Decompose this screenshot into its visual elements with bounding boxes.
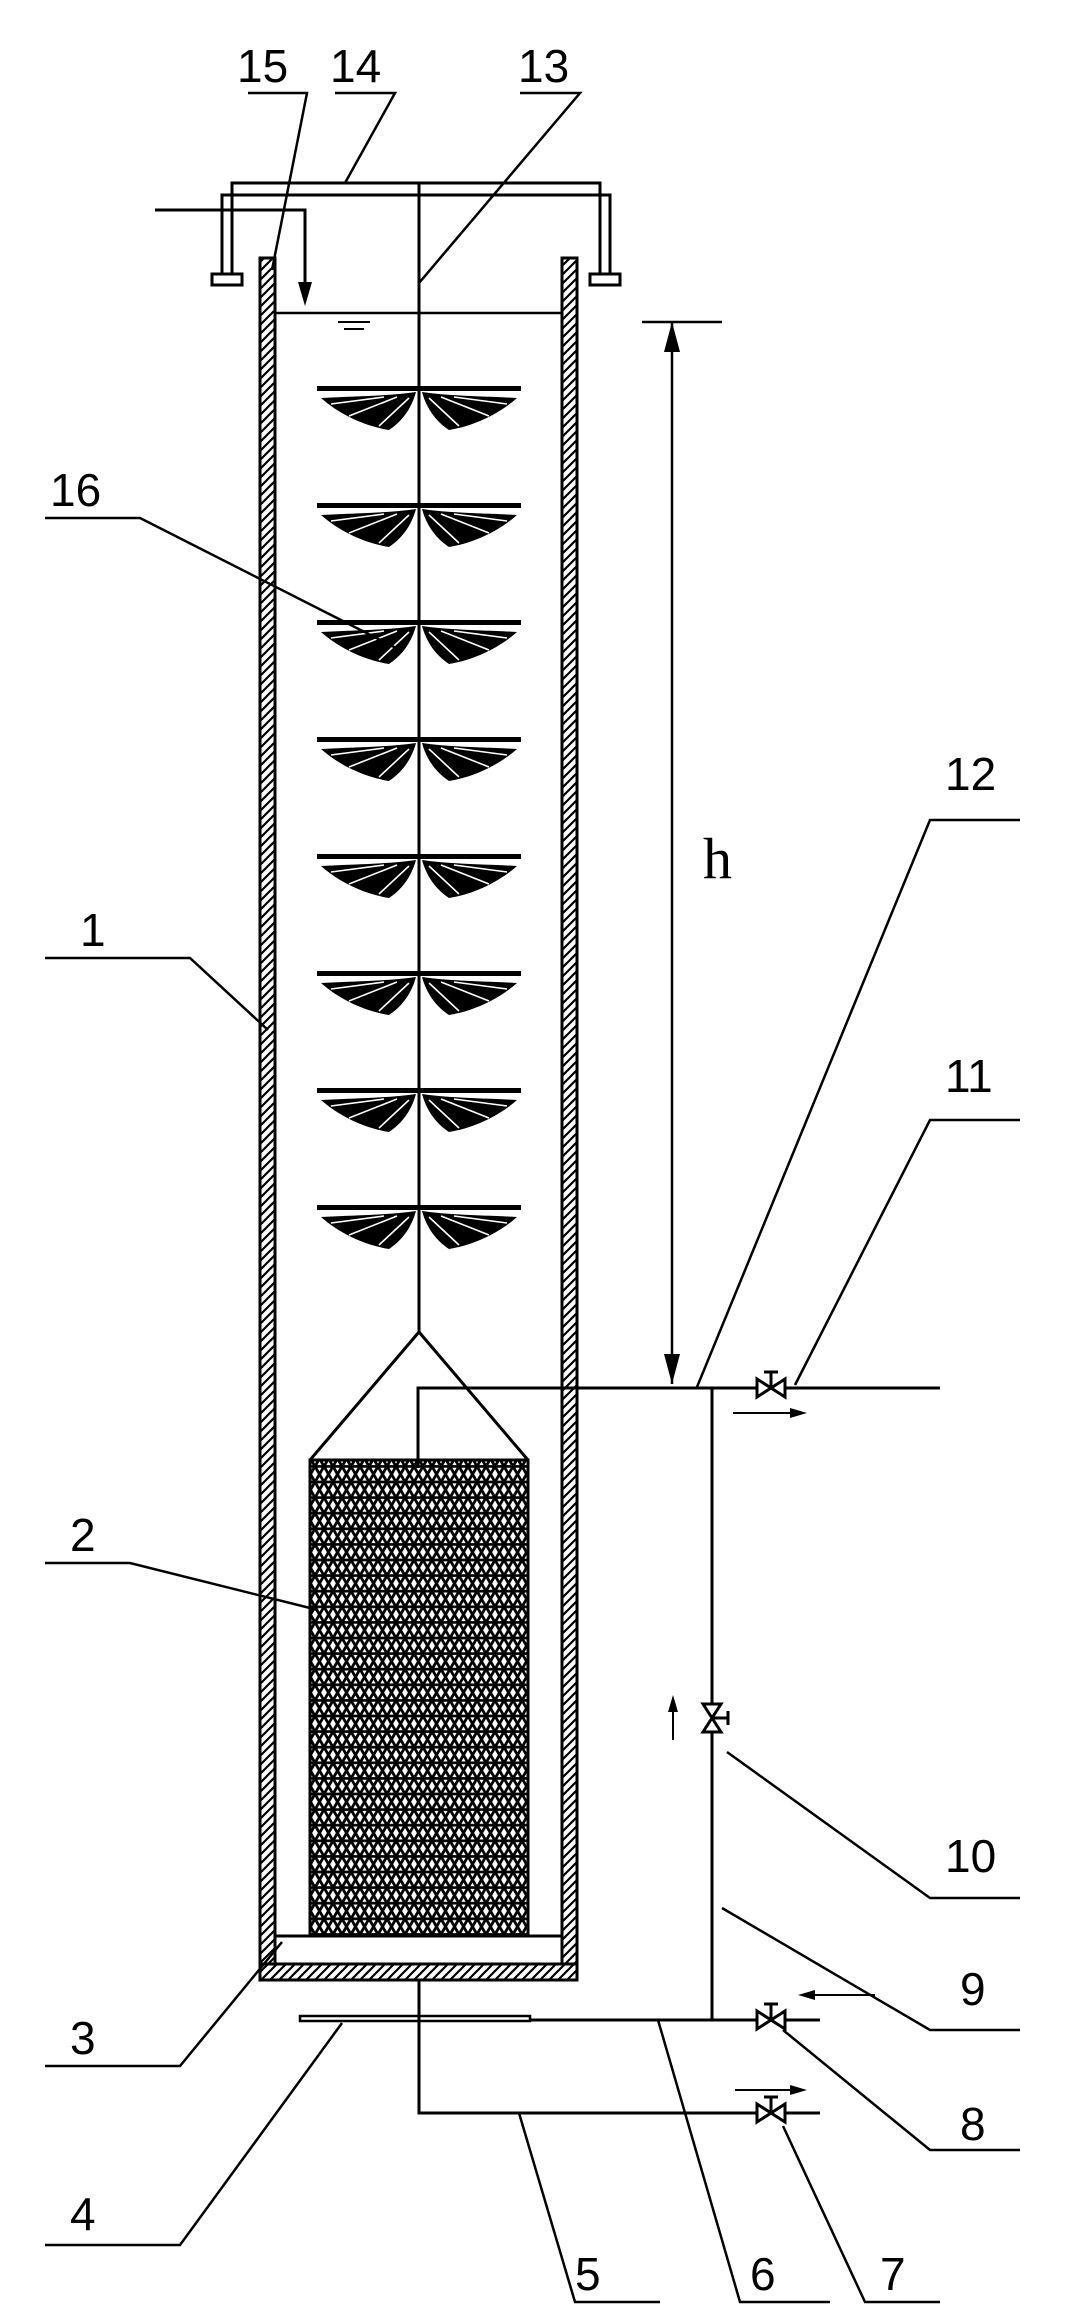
effluent-flow-arrow — [733, 1408, 807, 1418]
drain-pipe — [417, 1980, 820, 2115]
top-support-frame — [210, 181, 622, 287]
label-15: 15 — [237, 40, 288, 92]
label-7: 7 — [880, 2248, 906, 2300]
label-12: 12 — [945, 748, 996, 800]
leader-lines — [45, 91, 1020, 2304]
label-4: 4 — [70, 2188, 96, 2240]
label-3: 3 — [70, 2012, 96, 2064]
inlet-flow-arrow — [798, 1990, 875, 2000]
label-10: 10 — [945, 1830, 996, 1882]
filter-cone — [308, 1329, 530, 1461]
label-13: 13 — [518, 40, 569, 92]
label-11: 11 — [945, 1050, 993, 1102]
packing-media — [308, 1458, 530, 1938]
water-distributor — [298, 2014, 532, 2023]
drain-flow-arrow — [735, 2085, 807, 2095]
drain-valve-icon[interactable] — [755, 2095, 787, 2124]
label-8: 8 — [960, 2098, 986, 2150]
label-6: 6 — [750, 2248, 776, 2300]
label-16: 16 — [50, 464, 101, 516]
inlet-pipe — [155, 208, 312, 306]
effluent-pipe — [416, 1386, 940, 1468]
callout-labels: 15 14 13 16 1 2 3 4 12 11 10 9 8 7 6 5 — [50, 40, 996, 2300]
label-2: 2 — [70, 1509, 96, 1561]
recycle-flow-arrow — [668, 1695, 678, 1740]
label-1: 1 — [80, 904, 106, 956]
reactor-column — [258, 256, 579, 1982]
recycle-valve-icon[interactable] — [701, 1702, 730, 1734]
dimension-label-h: h — [703, 826, 732, 891]
label-9: 9 — [960, 1963, 986, 2015]
inlet-valve-icon[interactable] — [755, 2002, 787, 2031]
effluent-valve-icon[interactable] — [755, 1370, 787, 1399]
label-5: 5 — [575, 2248, 601, 2300]
label-14: 14 — [330, 40, 381, 92]
height-dimension — [642, 320, 722, 1384]
